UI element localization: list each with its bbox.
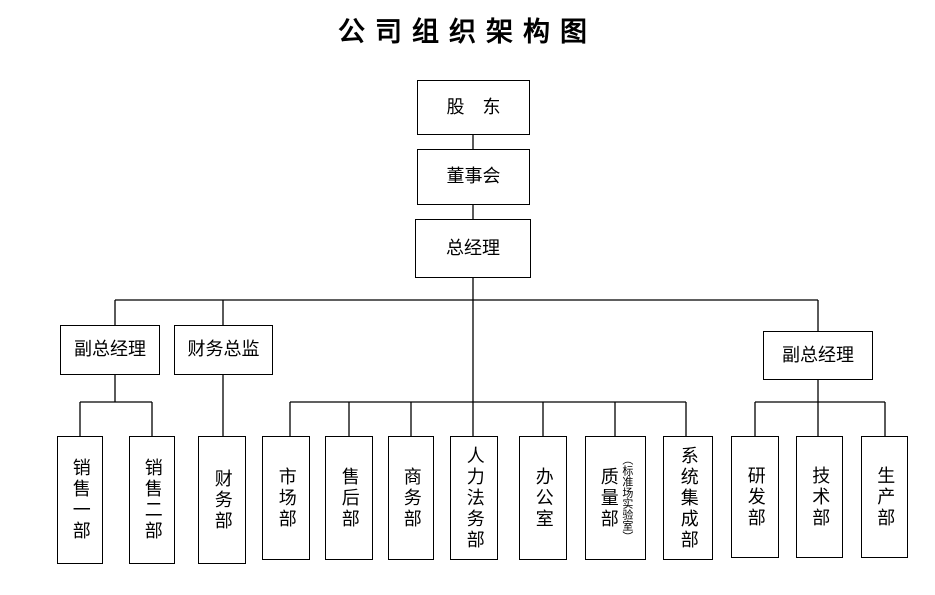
node-after-sales: 售后部 xyxy=(325,436,373,560)
node-hr-legal: 人力法务部 xyxy=(450,436,498,560)
node-board: 董事会 xyxy=(417,149,530,205)
node-label: 研发部 xyxy=(744,465,766,529)
node-label: 售后部 xyxy=(338,466,360,530)
node-sales-1: 销售一部 xyxy=(57,436,103,564)
node-general-manager: 总经理 xyxy=(415,219,531,278)
node-deputy-gm-right: 副总经理 xyxy=(763,331,873,380)
node-label: 生产部 xyxy=(874,465,896,529)
node-system-integration: 系统集成部 xyxy=(663,436,713,560)
node-label: 总经理 xyxy=(446,237,500,259)
node-market: 市场部 xyxy=(262,436,310,560)
node-production: 生产部 xyxy=(861,436,908,558)
quality-note: （标准场实验室） xyxy=(620,454,634,542)
node-label: 股 东 xyxy=(446,96,501,118)
node-office: 办公室 xyxy=(519,436,567,560)
node-deputy-gm-left: 副总经理 xyxy=(60,325,160,375)
node-label: 系统集成部 xyxy=(677,445,699,551)
node-sales-2: 销售二部 xyxy=(129,436,175,564)
node-technology: 技术部 xyxy=(796,436,843,558)
node-business: 商务部 xyxy=(388,436,434,560)
node-label: 副总经理 xyxy=(782,344,854,366)
node-quality: （标准场实验室） 质量部 xyxy=(585,436,646,560)
node-label: 技术部 xyxy=(809,465,831,529)
node-finance-director: 财务总监 xyxy=(174,325,273,375)
node-label: 销售一部 xyxy=(69,458,91,542)
node-label: 办公室 xyxy=(532,466,554,530)
node-label: 销售二部 xyxy=(141,458,163,542)
node-label: 商务部 xyxy=(400,466,422,530)
page-title: 公司组织架构图 xyxy=(338,17,597,48)
node-finance: 财务部 xyxy=(198,436,246,564)
node-label: 质量部 xyxy=(597,466,619,530)
node-label: 董事会 xyxy=(446,166,501,188)
node-rnd: 研发部 xyxy=(731,436,779,558)
node-shareholders: 股 东 xyxy=(417,80,530,135)
quality-label-group: （标准场实验室） 质量部 xyxy=(597,454,634,542)
node-label: 市场部 xyxy=(275,466,297,530)
node-label: 人力法务部 xyxy=(463,445,485,551)
node-label: 副总经理 xyxy=(74,339,146,361)
node-label: 财务部 xyxy=(211,468,233,532)
node-label: 财务总监 xyxy=(187,339,260,361)
